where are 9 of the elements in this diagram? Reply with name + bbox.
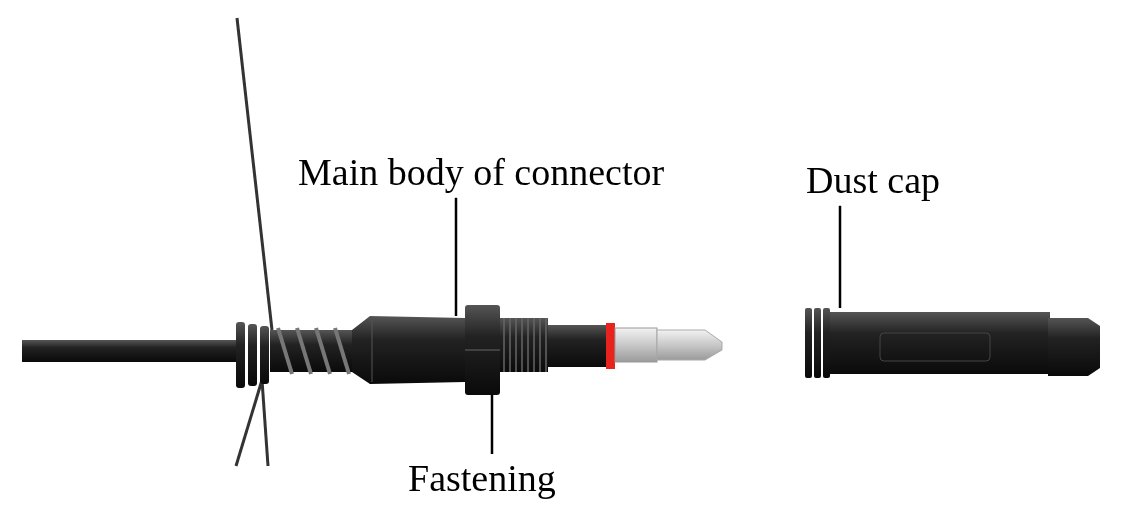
connector-body-drawing: [236, 316, 465, 388]
part-label: Dust cap: [806, 160, 941, 202]
part-label: Fastening: [408, 458, 556, 500]
part-label: Main body of connector: [298, 152, 665, 194]
leader-line: [454, 197, 458, 316]
dust-cap-drawing: [805, 308, 1100, 378]
fastening-nut-drawing: [464, 305, 501, 395]
leader-line: [838, 205, 842, 308]
leader-line: [490, 395, 494, 454]
